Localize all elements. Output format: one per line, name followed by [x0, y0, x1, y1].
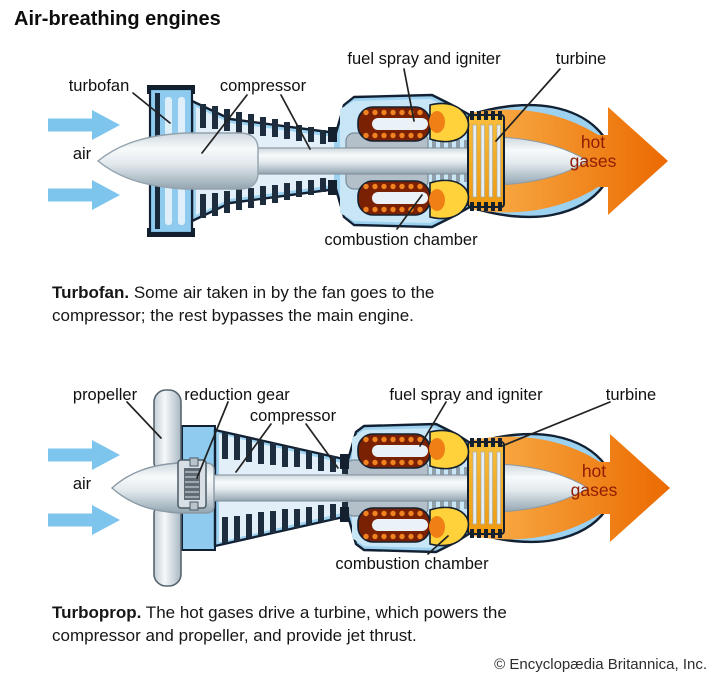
turbofan-caption-text: Some air taken in by the fan goes to the…	[52, 283, 435, 326]
label-fuel-spray-igniter: fuel spray and igniter	[347, 50, 501, 68]
turbofan-caption: Turbofan. Some air taken in by the fan g…	[52, 281, 526, 328]
drive-shaft	[255, 147, 503, 175]
tail-cone	[499, 463, 589, 513]
tail-cone	[499, 136, 589, 186]
turboprop-engine-art	[48, 389, 670, 587]
turboprop-caption-text: The hot gases drive a turbine, which pow…	[52, 603, 507, 646]
label-hot-gases: hot gases	[570, 461, 618, 501]
turbine	[467, 111, 505, 211]
label-compressor: compressor	[219, 77, 307, 95]
copyright-attribution: © Encyclopædia Britannica, Inc.	[494, 656, 707, 673]
leader-lines	[126, 401, 611, 555]
label-fuel-spray-igniter: fuel spray and igniter	[389, 386, 543, 404]
air-arrow-top	[48, 440, 120, 470]
label-combustion-chamber: combustion chamber	[324, 231, 478, 249]
air-arrow-top	[48, 110, 120, 140]
combustion-chamber	[357, 102, 470, 143]
turbofan-figure: turbofan compressor fuel spray and ignit…	[0, 45, 720, 277]
label-turbine: turbine	[605, 386, 657, 404]
compressor-blades	[222, 433, 348, 474]
turbine	[467, 438, 505, 538]
label-propeller: propeller	[72, 386, 138, 404]
label-combustion-chamber: combustion chamber	[335, 555, 489, 573]
drive-shaft	[209, 474, 503, 502]
air-arrow-bottom	[48, 505, 120, 535]
compressor-stage-details	[328, 127, 468, 148]
leader-lines	[132, 68, 561, 230]
label-air: air	[72, 145, 92, 163]
turboprop-caption-lead: Turboprop.	[52, 603, 142, 622]
turboprop-figure: propeller reduction gear compressor fuel…	[0, 380, 720, 592]
compressor-stage-details	[340, 454, 468, 475]
turbofan-caption-lead: Turbofan.	[52, 283, 130, 302]
label-reduction-gear: reduction gear	[184, 386, 290, 404]
label-hot-gases: hot gases	[569, 132, 617, 172]
page-title: Air-breathing engines	[14, 8, 221, 30]
combustion-chamber	[357, 429, 470, 470]
turbofan-engine-art	[48, 68, 668, 237]
label-turbine: turbine	[555, 50, 607, 68]
label-compressor: compressor	[249, 407, 337, 425]
turboprop-caption: Turboprop. The hot gases drive a turbine…	[52, 601, 526, 648]
label-turbofan: turbofan	[68, 77, 130, 95]
label-air: air	[72, 475, 92, 493]
air-arrow-bottom	[48, 180, 120, 210]
nose-cone	[96, 132, 259, 190]
